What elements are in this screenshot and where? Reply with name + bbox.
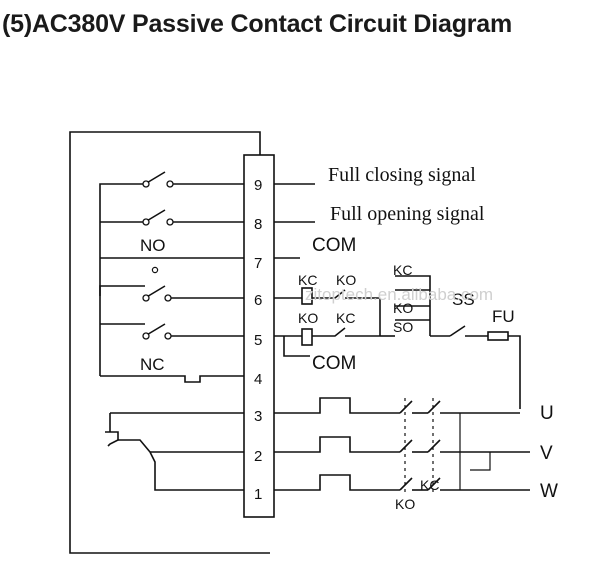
ss-label: SS (452, 290, 475, 309)
kc-label-a: KC (298, 272, 317, 288)
terminal-1-label: 1 (254, 486, 262, 503)
phase-u-label: U (540, 403, 554, 424)
nc-label: NC (140, 355, 165, 374)
terminal-7-label: 7 (254, 255, 262, 272)
ko-label-c: KO (298, 310, 318, 326)
signal-lines: Full closing signal Full opening signal … (274, 164, 485, 259)
lower-left-wiring (105, 412, 244, 491)
kc-label-c: KC (336, 310, 355, 326)
kc-coil (301, 287, 313, 305)
terminal-numbers: 9 8 7 6 5 4 3 2 1 (254, 177, 262, 503)
ko-label-bottom: KO (395, 496, 415, 512)
watermark: zitoptech.en.alibaba.com (305, 285, 493, 304)
no-label: NO (140, 236, 166, 255)
com-label-upper: COM (312, 235, 356, 256)
fuse (487, 331, 509, 341)
phase-wiring: U V W KC KO (274, 397, 558, 512)
phase-w-label: W (540, 481, 558, 502)
com-label-lower: COM (312, 353, 356, 374)
kc-label-b: KC (393, 262, 412, 278)
housing-outline (69, 131, 270, 554)
terminal-6-label: 6 (254, 292, 262, 309)
nc-contacts: NC (99, 266, 244, 383)
full-opening-signal-label: Full opening signal (330, 203, 485, 225)
no-contacts: NO (99, 171, 244, 296)
terminal-9-label: 9 (254, 177, 262, 194)
full-closing-signal-label: Full closing signal (328, 164, 476, 186)
fu-label: FU (492, 307, 515, 326)
control-circuit: KC KO KC KO KO KC SO COM SS FU (274, 262, 521, 409)
ko-coil (301, 328, 313, 346)
terminal-5-label: 5 (254, 332, 262, 349)
kc-label-bottom: KC (420, 477, 439, 493)
terminal-8-label: 8 (254, 216, 262, 233)
terminal-3-label: 3 (254, 408, 262, 425)
page-title: (5)AC380V Passive Contact Circuit Diagra… (2, 10, 513, 38)
phase-v-label: V (540, 443, 553, 464)
ko-label-b: KO (393, 300, 413, 316)
so-label: SO (393, 319, 413, 335)
ko-label-a: KO (336, 272, 356, 288)
terminal-4-label: 4 (254, 371, 262, 388)
terminal-2-label: 2 (254, 448, 262, 465)
